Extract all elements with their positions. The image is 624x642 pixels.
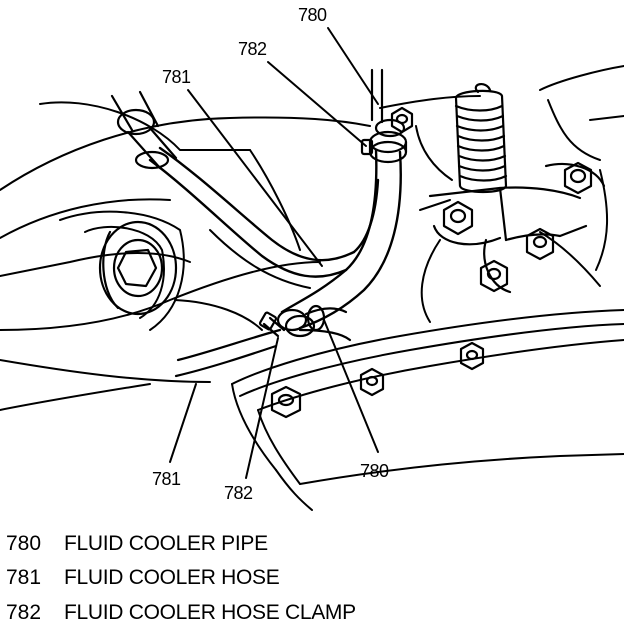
callout-782-bottom: 782 xyxy=(224,483,253,503)
bolt-head xyxy=(479,259,509,293)
hex-bolts xyxy=(270,106,593,419)
leader-lines xyxy=(169,27,379,479)
leader-781-bottom xyxy=(169,383,197,463)
callout-781-bottom: 781 xyxy=(152,469,181,489)
legend-row: 781 FLUID COOLER HOSE xyxy=(6,566,606,590)
callout-780-bottom: 780 xyxy=(360,461,389,481)
fluid-cooler-line-illustration xyxy=(0,27,624,511)
legend-description: FLUID COOLER PIPE xyxy=(64,532,268,555)
leader-780-top xyxy=(327,27,379,105)
legend-number: 782 xyxy=(6,601,42,624)
hose-clamp-lower xyxy=(258,304,326,338)
bolt-head xyxy=(459,341,485,371)
callout-782-top: 782 xyxy=(238,39,267,59)
legend-row: 782 FLUID COOLER HOSE CLAMP xyxy=(6,601,606,625)
leader-780-bottom xyxy=(323,319,379,453)
bolt-head xyxy=(525,227,555,261)
bolt-head xyxy=(442,200,474,236)
legend-number: 781 xyxy=(6,566,42,589)
mount-bracket xyxy=(428,162,606,294)
leader-782-bottom xyxy=(245,337,279,479)
upper-left-fitting xyxy=(110,90,178,170)
bolt-head xyxy=(563,161,593,195)
rubber-boot xyxy=(454,83,508,194)
legend-description: FLUID COOLER HOSE xyxy=(64,566,280,589)
legend-description: FLUID COOLER HOSE CLAMP xyxy=(64,601,356,624)
bolt-boss-left xyxy=(98,220,178,316)
legend-number: 780 xyxy=(6,532,42,555)
fluid-cooler-hose xyxy=(148,146,402,330)
hose-clamp-upper xyxy=(360,118,408,164)
leader-782-top xyxy=(267,61,367,147)
callout-781-top: 781 xyxy=(162,67,191,87)
bolt-head xyxy=(270,385,302,419)
bolt-head xyxy=(359,367,385,397)
leader-781-top xyxy=(187,89,323,267)
oil-pan-flange xyxy=(231,309,624,511)
legend-row: 780 FLUID COOLER PIPE xyxy=(6,532,606,556)
housing-outlines xyxy=(0,65,624,411)
callout-780-top: 780 xyxy=(298,5,327,25)
